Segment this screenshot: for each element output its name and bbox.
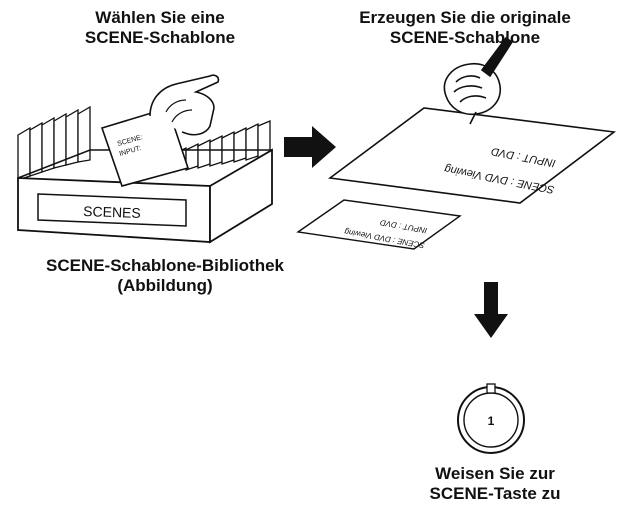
box-top-edge [17, 149, 272, 179]
box-label: SCENES [83, 203, 141, 221]
hand-icon [149, 74, 220, 136]
select-template-heading: Wählen Sie eine SCENE-Schablone [84, 8, 236, 47]
box-label-plate [37, 193, 187, 227]
large-card [327, 107, 617, 204]
original-template-card: SCENE : DVD Viewing INPUT : DVD [327, 36, 617, 204]
small-card [296, 199, 462, 250]
arrow-down-icon [474, 282, 508, 338]
box-side [209, 148, 273, 244]
hand-holding-card: SCENE: INPUT: [100, 74, 220, 187]
template-box: SCENES [17, 105, 273, 244]
held-card [100, 107, 190, 187]
writing-hand-icon [443, 36, 514, 125]
library-caption: SCENE-Schablone-Bibliothek (Abbildung) [45, 256, 285, 295]
scene-button: 1 [457, 383, 525, 454]
scene-button-number: 1 [488, 414, 495, 428]
arrow-right-icon [284, 126, 336, 168]
assign-caption: Weisen Sie zur SCENE-Taste zu [429, 464, 561, 503]
small-template-card: SCENE : DVD Viewing INPUT : DVD [296, 199, 462, 250]
